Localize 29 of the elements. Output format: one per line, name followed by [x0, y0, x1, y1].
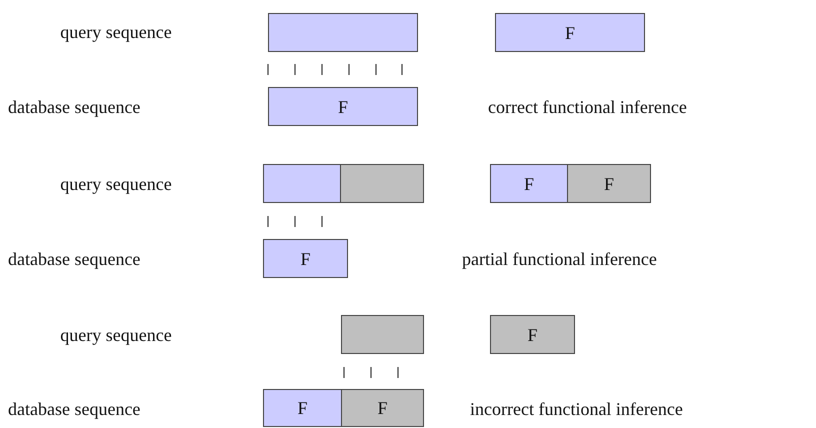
function-label: F [377, 399, 388, 417]
sequence-segment [268, 87, 418, 126]
sequence-label: query sequence [60, 23, 172, 41]
sequence-label: query sequence [60, 326, 172, 344]
function-label: F [527, 326, 538, 344]
sequence-segment [340, 164, 424, 203]
sequence-label: query sequence [60, 175, 172, 193]
sequence-segment [341, 315, 424, 354]
sequence-label: database sequence [8, 250, 140, 268]
inference-label: correct functional inference [488, 98, 687, 116]
sequence-segment [567, 164, 651, 203]
sequence-segment [490, 164, 568, 203]
sequence-segment [495, 13, 645, 52]
function-label: F [338, 98, 348, 116]
sequence-label: database sequence [8, 98, 140, 116]
function-label: F [297, 399, 308, 417]
inference-label: incorrect functional inference [470, 400, 683, 418]
sequence-segment [268, 13, 418, 52]
function-label: F [300, 250, 310, 268]
sequence-segment [341, 389, 424, 427]
function-label: F [524, 174, 534, 192]
sequence-segment [263, 164, 341, 203]
function-label: F [564, 24, 575, 42]
sequence-segment [490, 315, 575, 354]
sequence-label: database sequence [8, 400, 140, 418]
inference-label: partial functional inference [462, 250, 657, 268]
sequence-segment [263, 239, 348, 278]
function-label: F [604, 174, 614, 192]
sequence-segment [263, 389, 342, 427]
